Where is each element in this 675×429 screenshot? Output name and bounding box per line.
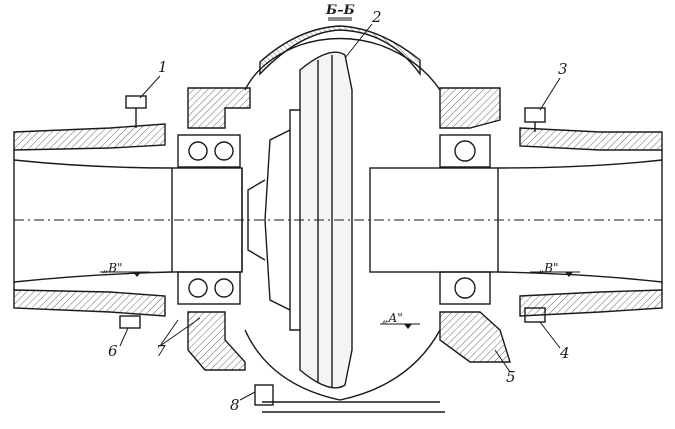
housing-outline bbox=[244, 37, 441, 91]
right-flange bbox=[439, 87, 501, 129]
gear-wheel bbox=[299, 51, 353, 389]
right-upper-bearing bbox=[439, 134, 491, 168]
left-tube-upper-wall bbox=[13, 123, 166, 151]
right-lower-flange bbox=[439, 311, 511, 363]
bolt-3 bbox=[524, 107, 546, 123]
drain-plug bbox=[254, 384, 274, 406]
callout-1: 1 bbox=[158, 58, 168, 76]
view-label-b-right: „В" bbox=[538, 261, 559, 275]
callout-2: 2 bbox=[372, 8, 382, 26]
callout-6: 6 bbox=[108, 342, 118, 360]
view-label-b-left: „В" bbox=[102, 261, 123, 275]
left-lower-flange bbox=[187, 311, 246, 371]
callout-8: 8 bbox=[230, 396, 240, 414]
bolt-1 bbox=[125, 95, 147, 109]
section-title: Б–Б bbox=[326, 3, 355, 18]
housing-lower-outline bbox=[244, 329, 441, 401]
left-flange bbox=[187, 87, 251, 129]
callout-3: 3 bbox=[558, 60, 568, 78]
callout-5: 5 bbox=[506, 368, 516, 386]
callout-7: 7 bbox=[156, 342, 166, 360]
right-tube-lower-wall bbox=[519, 289, 663, 317]
bolt-8 bbox=[119, 315, 141, 329]
right-tube-upper-wall bbox=[519, 127, 663, 151]
bolt-4 bbox=[524, 307, 546, 323]
left-lower-bearing bbox=[177, 271, 241, 305]
callout-4: 4 bbox=[560, 344, 570, 362]
view-label-a: „А" bbox=[382, 311, 403, 325]
right-lower-bearing bbox=[439, 271, 491, 305]
housing-top-cover bbox=[259, 25, 421, 77]
left-tube-lower-wall bbox=[13, 289, 166, 317]
left-upper-bearing bbox=[177, 134, 241, 168]
